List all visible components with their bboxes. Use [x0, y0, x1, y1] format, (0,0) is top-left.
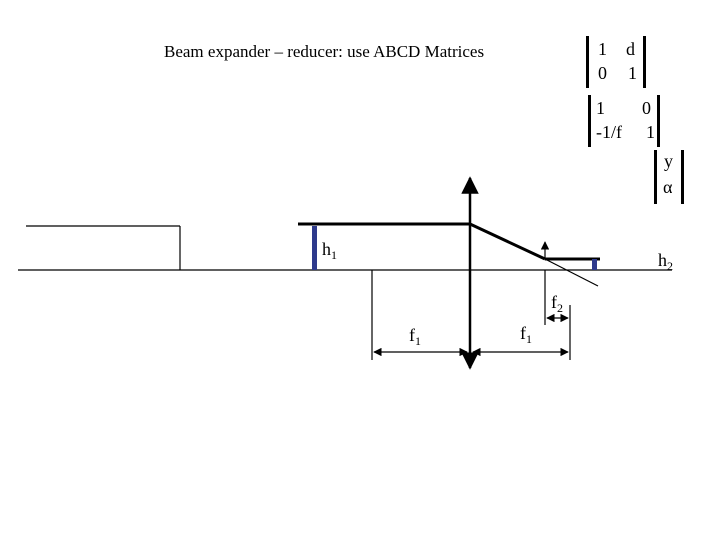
- label-h2-sub: 2: [667, 259, 673, 273]
- matrix-right-bracket: [657, 95, 660, 147]
- label-f1-right-sub: 1: [526, 332, 532, 346]
- matrix-cell-b: d: [626, 39, 635, 59]
- ray-path: [298, 222, 600, 287]
- matrix-cell-c: 0: [598, 63, 607, 83]
- label-h2: h2: [658, 250, 673, 272]
- matrix-cell-c: -1/f: [596, 122, 622, 142]
- matrix-left-bracket: [586, 36, 589, 88]
- label-f2-base: f: [551, 292, 557, 312]
- vector-right-bracket: [681, 150, 684, 204]
- matrix-cell-d: 1: [646, 122, 655, 142]
- matrix-cell-d: 1: [628, 63, 637, 83]
- matrix-cell-b: 0: [642, 98, 651, 118]
- propagation-matrix: 1 d 0 1: [586, 36, 646, 88]
- label-f1-left-sub: 1: [415, 334, 421, 348]
- thin-lens-matrix: 1 0 -1/f 1: [588, 95, 660, 147]
- label-h1: h1: [322, 239, 337, 261]
- beam-height-h1-marker: [312, 226, 317, 270]
- label-f2: f2: [551, 292, 563, 314]
- matrix-cell-a: 1: [598, 39, 607, 59]
- matrix-left-bracket: [588, 95, 591, 147]
- beam-height-h2-marker: [592, 259, 597, 270]
- ray-vector: y α: [654, 150, 684, 204]
- vector-left-bracket: [654, 150, 657, 204]
- label-f1-left-base: f: [409, 325, 415, 345]
- page-title: Beam expander – reducer: use ABCD Matric…: [164, 42, 485, 61]
- matrix-cell-a: 1: [596, 98, 605, 118]
- label-f1-right: f1: [520, 323, 532, 345]
- label-f1-left: f1: [409, 325, 421, 347]
- matrix-right-bracket: [643, 36, 646, 88]
- input-beam-outline: [26, 225, 181, 270]
- focal-length-f1-left-dimension: [371, 270, 468, 360]
- label-h1-base: h: [322, 239, 331, 259]
- vector-cell-y: y: [664, 151, 673, 171]
- vector-cell-alpha: α: [663, 177, 673, 197]
- label-h2-base: h: [658, 250, 667, 270]
- label-h1-sub: 1: [331, 248, 337, 262]
- label-f2-sub: 2: [557, 301, 563, 315]
- label-f1-right-base: f: [520, 323, 526, 343]
- focal-length-f1-right-dimension: [472, 305, 571, 360]
